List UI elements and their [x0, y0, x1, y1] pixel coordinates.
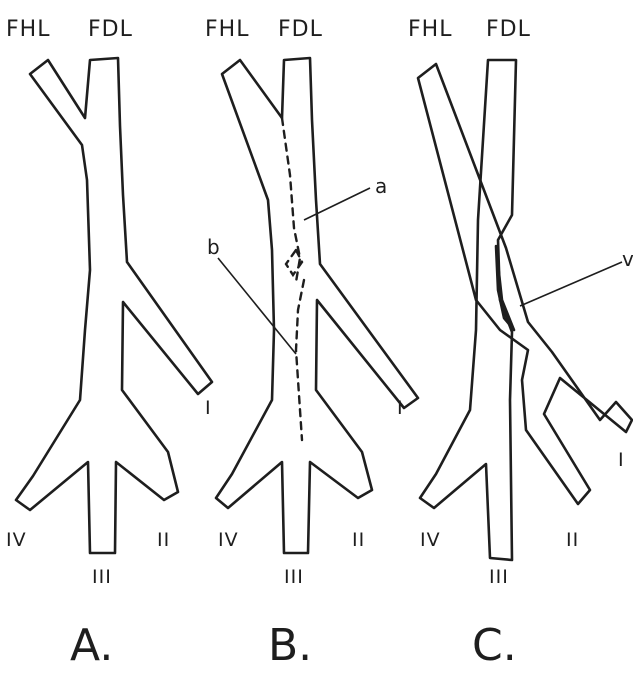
digit-label-iv-c: IV — [420, 529, 441, 551]
leader-line-a — [304, 188, 370, 220]
dashed-path-a — [282, 118, 300, 282]
fhl-tendon-outline-c — [418, 64, 632, 504]
fdl-label-c: FDL — [486, 17, 531, 42]
panel-label-b: B. — [268, 620, 312, 671]
fhl-label-c: FHL — [408, 17, 452, 42]
digit-label-ii-a: II — [157, 529, 170, 551]
leader-line-v — [520, 262, 622, 306]
fdl-label-a: FDL — [88, 17, 133, 42]
fhl-label-a: FHL — [6, 17, 50, 42]
panel-a: FHL FDL I II III IV A. — [6, 17, 212, 671]
leader-line-b — [218, 258, 296, 354]
panel-label-c: C. — [472, 620, 517, 671]
annotation-b: b — [207, 235, 220, 259]
fdl-label-b: FDL — [278, 17, 323, 42]
tendon-outline-b — [216, 58, 418, 553]
digit-label-ii-b: II — [352, 529, 365, 551]
digit-label-iii-a: III — [92, 566, 112, 588]
accessory-slip-c — [496, 246, 514, 330]
panel-label-a: A. — [70, 620, 113, 671]
panel-b: FHL FDL a b I II III IV B. — [205, 17, 418, 671]
fhl-label-b: FHL — [205, 17, 249, 42]
digit-label-iii-b: III — [284, 566, 304, 588]
annotation-a: a — [375, 174, 387, 198]
digit-label-i-b: I — [397, 397, 404, 419]
panel-c: FHL FDL v I II III IV C. — [408, 17, 633, 671]
digit-label-i-c: I — [618, 449, 625, 471]
digit-label-iv-a: IV — [6, 529, 27, 551]
annotation-v: v — [622, 247, 633, 271]
tendon-outline-a — [16, 58, 212, 553]
digit-label-iv-b: IV — [218, 529, 239, 551]
dashed-path-b — [296, 280, 304, 440]
digit-label-iii-c: III — [489, 566, 509, 588]
digit-label-i-a: I — [205, 397, 212, 419]
digit-label-ii-c: II — [566, 529, 579, 551]
